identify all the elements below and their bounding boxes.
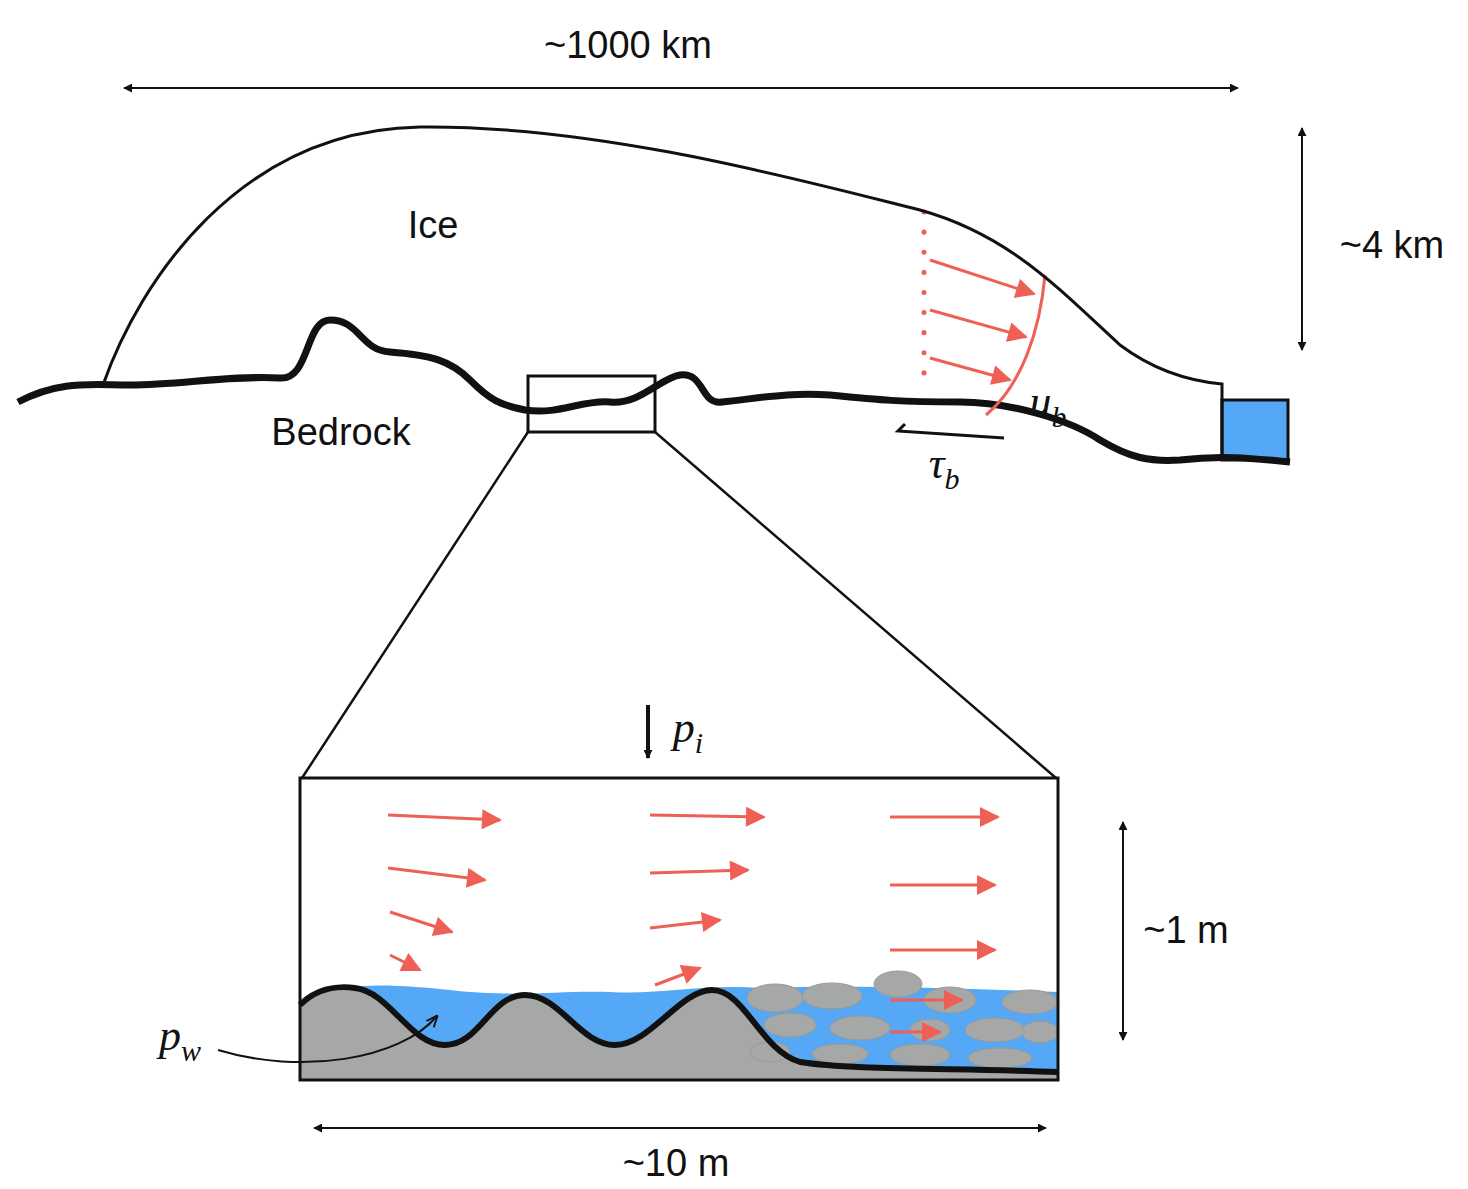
dimension-label: ~10 m bbox=[623, 1144, 730, 1182]
height-dimension bbox=[1301, 128, 1303, 350]
symbol-label: τb bbox=[929, 442, 960, 486]
bedrock-line bbox=[18, 320, 1290, 462]
ocean-water bbox=[1222, 400, 1288, 460]
region-label: Ice bbox=[408, 206, 459, 244]
width-dimension bbox=[124, 87, 1238, 89]
inset-velocity-arrows bbox=[388, 815, 998, 1032]
dimension-label: Bedrock bbox=[271, 413, 410, 451]
water-pressure-leader bbox=[218, 1016, 437, 1062]
ice-surface bbox=[103, 127, 1222, 455]
profile-baseline bbox=[922, 212, 927, 385]
symbol-label: pw bbox=[159, 1014, 201, 1058]
symbol-label: pi bbox=[673, 706, 703, 750]
dimension-label: ~1000 km bbox=[544, 26, 712, 64]
symbol-label: ub bbox=[1030, 380, 1067, 424]
dimension-label: ~1 m bbox=[1143, 911, 1229, 949]
basal-stress-arrow bbox=[898, 424, 1004, 438]
zoom-box bbox=[528, 376, 655, 432]
inset-height-dimension bbox=[1122, 822, 1124, 1040]
dimension-label: ~4 km bbox=[1340, 226, 1445, 264]
velocity-arrows bbox=[930, 260, 1045, 415]
inset-width-dimension bbox=[314, 1127, 1046, 1129]
ice-pressure-arrow bbox=[646, 705, 650, 758]
inset-bed bbox=[300, 971, 1058, 1080]
